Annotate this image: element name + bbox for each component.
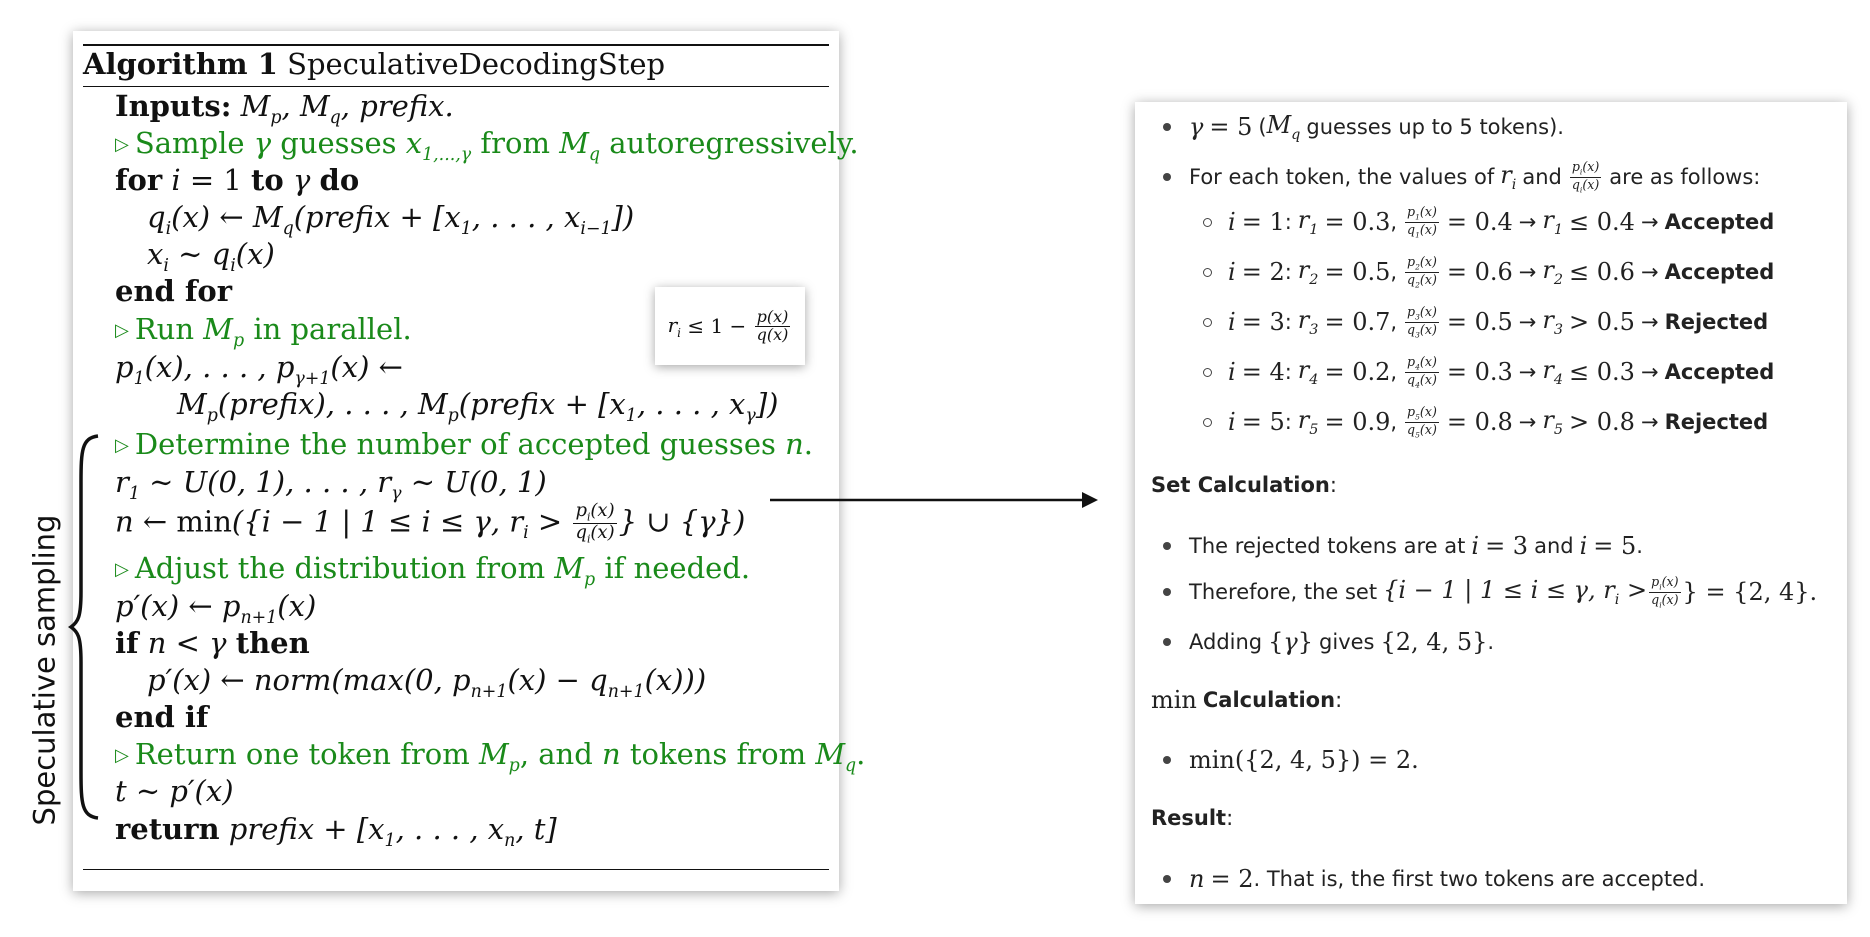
set-heading: Set Calculation: <box>1151 473 1337 497</box>
alg-comment-accept: ▷Determine the number of accepted guesse… <box>115 427 813 461</box>
circle-bullet-icon <box>1203 367 1212 377</box>
bullet-icon <box>1163 875 1171 883</box>
token-verdict: Accepted <box>1664 360 1775 384</box>
algorithm-header-rule <box>83 86 829 87</box>
min-result-item: min({2, 4, 5}) = 2. <box>1163 745 1419 775</box>
token-verdict: Accepted <box>1664 210 1775 234</box>
alg-p-assign: p1(x), . . . , pγ+1(x) ← <box>115 350 403 389</box>
circle-bullet-icon <box>1203 217 1212 227</box>
result-heading: Result: <box>1151 806 1234 830</box>
arrow-icon <box>770 492 1098 508</box>
algorithm-name: SpeculativeDecodingStep <box>287 47 666 81</box>
alg-comment-sample: ▷Sample γ guesses x1,...,γ from Mq autor… <box>115 126 859 165</box>
token-verdict: Rejected <box>1664 410 1769 434</box>
circle-bullet-icon <box>1203 267 1212 277</box>
token-item: i= 5:r5= 0.9,p5(x)q5(x)= 0.8→r5> 0.8→Rej… <box>1203 402 1768 442</box>
algorithm-label: Algorithm 1 <box>83 47 278 81</box>
bullet-icon <box>1163 123 1171 131</box>
alg-comment-return: ▷Return one token from Mp, and n tokens … <box>115 737 866 776</box>
bullet-icon <box>1163 173 1171 181</box>
token-verdict: Rejected <box>1664 310 1769 334</box>
alg-inputs: Inputs: Mp, Mq, prefix. <box>115 89 454 128</box>
alg-comment-parallel: ▷Run Mp in parallel. <box>115 312 412 351</box>
alg-return: return prefix + [x1, . . . , xn, t] <box>115 812 557 851</box>
inset-formula: ri ≤ 1 − p(x)q(x) <box>655 287 805 365</box>
token-item: i= 2:r2= 0.5,p2(x)q2(x)= 0.6→r2≤ 0.6→Acc… <box>1203 252 1774 292</box>
alg-for: for i = 1 to γ do <box>115 163 360 197</box>
circle-bullet-icon <box>1203 317 1212 327</box>
therefore-item: Therefore, the set {i − 1 | 1 ≤ i ≤ γ, r… <box>1163 572 1817 612</box>
circle-bullet-icon <box>1203 417 1212 427</box>
bullet-icon <box>1163 756 1171 764</box>
algorithm-box: Algorithm 1 SpeculativeDecodingStep Inpu… <box>73 31 865 891</box>
alg-r-sample: r1 ∼ U(0, 1), . . . , rγ ∼ U(0, 1) <box>115 465 547 504</box>
token-item: i= 1:r1= 0.3,p1(x)q1(x)= 0.4→r1≤ 0.4→Acc… <box>1203 202 1774 242</box>
alg-p-prime: p′(x) ← pn+1(x) <box>115 589 317 628</box>
algorithm-top-rule <box>83 44 829 46</box>
alg-t-sample: t ∼ p′(x) <box>115 774 234 808</box>
alg-n-min: n ← min({i − 1 | 1 ≤ i ≤ γ, ri > pi(x)qi… <box>115 500 746 546</box>
token-verdict: Accepted <box>1664 260 1775 284</box>
token-item: i= 4:r4= 0.2,p4(x)q4(x)= 0.3→r4≤ 0.3→Acc… <box>1203 352 1774 392</box>
algorithm-bottom-rule <box>83 869 829 870</box>
bullet-icon <box>1163 638 1171 646</box>
alg-if: if n < γ then <box>115 626 310 660</box>
alg-end-for: end for <box>115 274 233 308</box>
adding-item: Adding{γ}gives{2, 4, 5}. <box>1163 627 1494 657</box>
alg-end-if: end if <box>115 700 209 734</box>
alg-comment-adjust: ▷Adjust the distribution from Mp if need… <box>115 551 751 590</box>
bullet-icon <box>1163 542 1171 550</box>
algorithm-title: Algorithm 1 SpeculativeDecodingStep <box>83 46 665 82</box>
bullet-icon <box>1163 588 1171 596</box>
alg-norm: p′(x) ← norm(max(0, pn+1(x) − qn+1(x))) <box>147 663 707 702</box>
alg-p-values: Mp(prefix), . . . , Mp(prefix + [x1, . .… <box>177 387 779 426</box>
alg-x-sample: xi ∼ qi(x) <box>147 237 275 276</box>
result-item: n= 2. That is, the first two tokens are … <box>1163 864 1705 894</box>
brace-icon <box>68 434 99 820</box>
token-item: i= 3:r3= 0.7,p3(x)q3(x)= 0.5→r3> 0.5→Rej… <box>1203 302 1768 342</box>
alg-q-step: qi(x) ← Mq(prefix + [x1, . . . , xi−1]) <box>147 200 635 239</box>
